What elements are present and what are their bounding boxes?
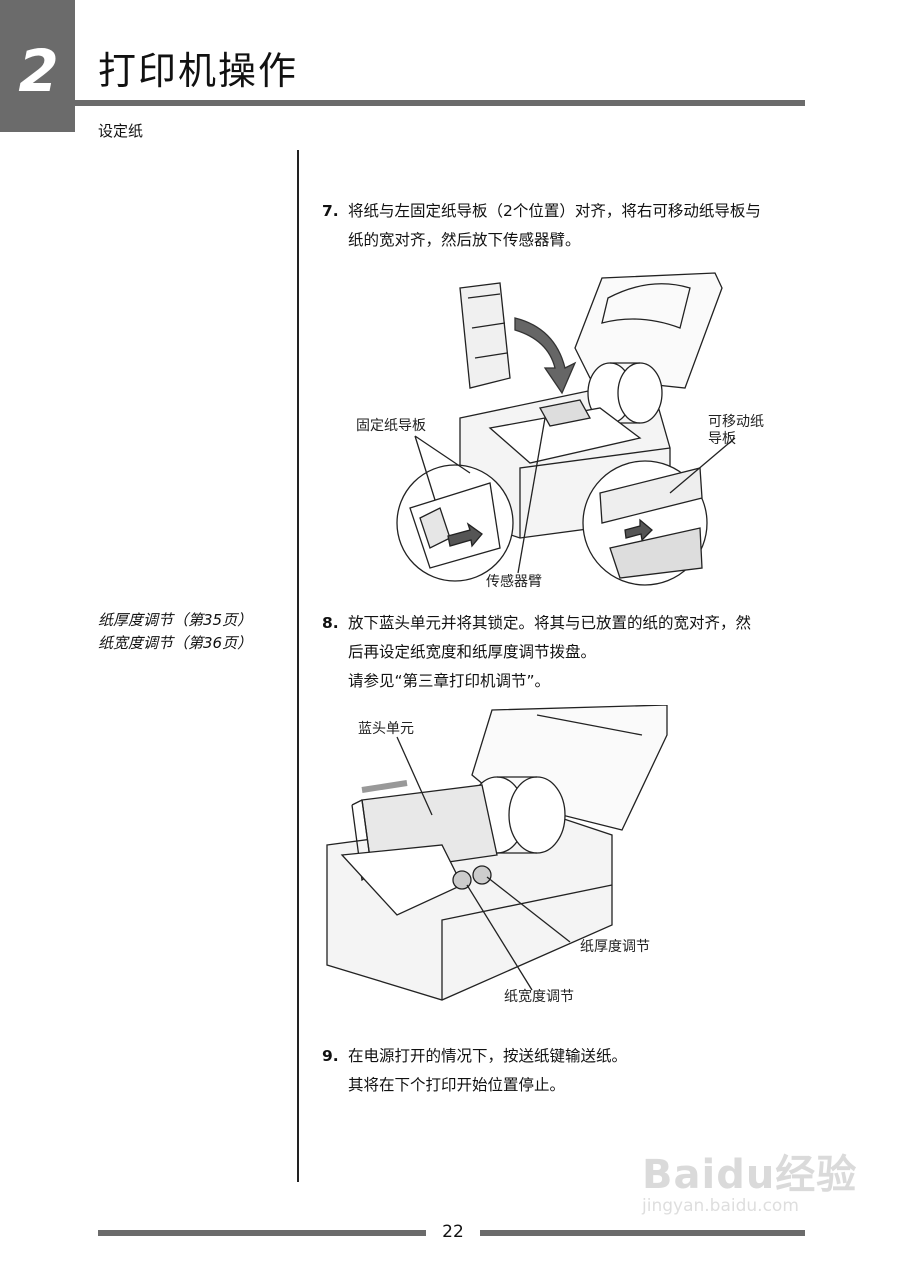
- watermark-url: jingyan.baidu.com: [642, 1196, 799, 1216]
- footer-rule-left: [98, 1230, 426, 1236]
- watermark-logo: Baidu经验: [642, 1152, 858, 1198]
- step-text-line: 在电源打开的情况下，按送纸键输送纸。: [348, 1047, 628, 1065]
- figure-head-unit: 蓝头单元 纸厚度调节 纸宽度调节: [322, 705, 682, 1010]
- step-number: 7.: [322, 202, 339, 220]
- callout-sensor-arm: 传感器臂: [486, 573, 542, 590]
- side-notes: 纸厚度调节（第35页） 纸宽度调节（第36页）: [98, 609, 288, 655]
- column-divider: [297, 150, 299, 1182]
- step-text-line: 放下蓝头单元并将其锁定。将其与已放置的纸的宽对齐，然: [348, 614, 752, 632]
- step-text-line: 其将在下个打印开始位置停止。: [348, 1076, 566, 1094]
- step-7: 7. 将纸与左固定纸导板（2个位置）对齐，将右可移动纸导板与 纸的宽对齐，然后放下…: [322, 197, 761, 255]
- side-note-width: 纸宽度调节（第36页）: [98, 634, 253, 652]
- callout-width: 纸宽度调节: [504, 988, 574, 1005]
- printer-illustration-2: 蓝头单元 纸厚度调节 纸宽度调节: [326, 705, 668, 1005]
- step-9: 9. 在电源打开的情况下，按送纸键输送纸。 其将在下个打印开始位置停止。: [322, 1042, 627, 1100]
- step-text-line: 纸的宽对齐，然后放下传感器臂。: [348, 231, 581, 249]
- chapter-number-box: 2: [0, 0, 75, 132]
- chapter-title: 打印机操作: [98, 49, 299, 93]
- step-text-line: 后再设定纸宽度和纸厚度调节拨盘。: [348, 643, 597, 661]
- side-note-thickness: 纸厚度调节（第35页）: [98, 611, 253, 629]
- step-text-line: 请参见“第三章打印机调节”。: [348, 672, 551, 690]
- section-label: 设定纸: [98, 122, 144, 140]
- page-number: 22: [442, 1222, 464, 1242]
- watermark: Baidu经验 jingyan.baidu.com: [642, 1142, 862, 1252]
- figure-paper-guides: 固定纸导板 可移动纸 导板 传感器臂: [340, 268, 780, 593]
- callout-movable-guide-2: 导板: [708, 431, 736, 447]
- callout-movable-guide-1: 可移动纸: [708, 414, 764, 430]
- step-8: 8. 放下蓝头单元并将其锁定。将其与已放置的纸的宽对齐，然 后再设定纸宽度和纸厚度…: [322, 609, 751, 696]
- callout-thickness: 纸厚度调节: [580, 939, 650, 955]
- callout-fixed-guide: 固定纸导板: [356, 418, 426, 434]
- step-number: 8.: [322, 614, 339, 632]
- chapter-number: 2: [18, 37, 59, 105]
- step-text-line: 将纸与左固定纸导板（2个位置）对齐，将右可移动纸导板与: [348, 202, 761, 220]
- printer-illustration-1: 固定纸导板 可移动纸 导板 传感器臂: [356, 272, 764, 590]
- header-rule: [75, 100, 805, 106]
- callout-head-unit: 蓝头单元: [358, 721, 414, 737]
- step-number: 9.: [322, 1047, 339, 1065]
- footer-rule-right: [480, 1230, 805, 1236]
